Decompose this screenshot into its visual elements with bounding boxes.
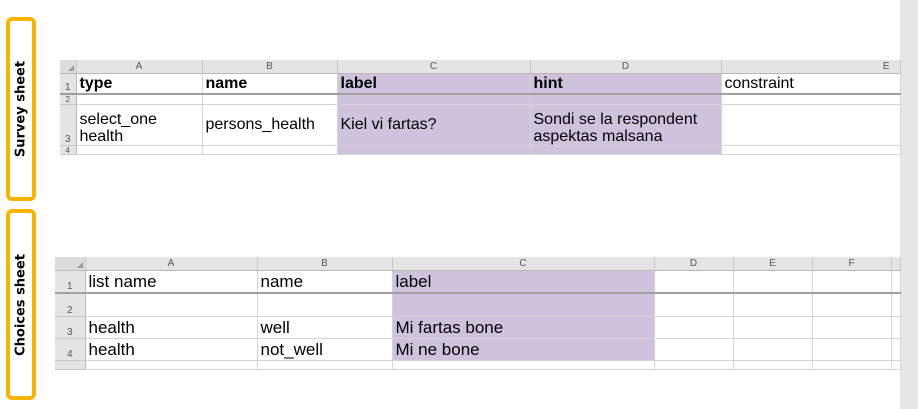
cell-a4[interactable]: health bbox=[85, 338, 258, 361]
cell-a4[interactable] bbox=[76, 145, 203, 155]
cell-e3[interactable] bbox=[733, 316, 813, 339]
cell-c3[interactable]: Mi fartas bone bbox=[392, 316, 655, 339]
column-header-a[interactable]: A bbox=[76, 60, 203, 74]
cell-g1[interactable] bbox=[891, 270, 901, 294]
row-number[interactable]: 1 bbox=[60, 73, 77, 95]
cell-e4[interactable] bbox=[721, 145, 901, 155]
select-all-corner[interactable] bbox=[60, 60, 77, 74]
column-header-f[interactable]: F bbox=[812, 257, 892, 271]
cell-b3[interactable]: well bbox=[257, 316, 393, 339]
cell-c1[interactable]: label bbox=[392, 270, 655, 294]
cell-g4[interactable] bbox=[891, 338, 901, 361]
column-header-b[interactable]: B bbox=[257, 257, 393, 271]
cell-d3[interactable] bbox=[654, 316, 734, 339]
cell-a5[interactable] bbox=[85, 360, 258, 370]
column-header-g[interactable] bbox=[891, 257, 901, 271]
row-number[interactable]: 4 bbox=[55, 338, 86, 361]
table-row: 2 bbox=[60, 94, 901, 105]
table-row bbox=[55, 360, 901, 370]
row-number[interactable]: 2 bbox=[55, 293, 86, 317]
column-header-d[interactable]: D bbox=[654, 257, 734, 271]
cell-b2[interactable] bbox=[202, 94, 338, 105]
window-scroll-gutter bbox=[900, 0, 918, 409]
choices-sheet-annotation: Choices sheet bbox=[6, 209, 36, 400]
cell-d2[interactable] bbox=[654, 293, 734, 317]
cell-d2[interactable] bbox=[530, 94, 722, 105]
row-number[interactable]: 2 bbox=[60, 94, 77, 105]
choices-sheet-label: Choices sheet bbox=[13, 253, 29, 356]
cell-d4[interactable] bbox=[530, 145, 722, 155]
cell-e5[interactable] bbox=[733, 360, 813, 370]
cell-a1[interactable]: type bbox=[76, 73, 203, 95]
row-number[interactable] bbox=[55, 360, 86, 370]
cell-e1[interactable] bbox=[733, 270, 813, 294]
cell-c4[interactable] bbox=[337, 145, 531, 155]
cell-c5[interactable] bbox=[392, 360, 655, 370]
cell-b1[interactable]: name bbox=[257, 270, 393, 294]
table-row: 3 select_one health persons_health Kiel … bbox=[60, 104, 901, 146]
cell-e3[interactable] bbox=[721, 104, 901, 146]
cell-c2[interactable] bbox=[337, 94, 531, 105]
cell-a3[interactable]: select_one health bbox=[76, 104, 203, 146]
column-header-e[interactable]: E bbox=[721, 60, 901, 74]
survey-sheet-label: Survey sheet bbox=[13, 60, 29, 158]
cell-g5[interactable] bbox=[891, 360, 901, 370]
cell-e4[interactable] bbox=[733, 338, 813, 361]
cell-d1[interactable] bbox=[654, 270, 734, 294]
column-header-e[interactable]: E bbox=[733, 257, 813, 271]
cell-a2[interactable] bbox=[85, 293, 258, 317]
cell-e2[interactable] bbox=[721, 94, 901, 105]
cell-a2[interactable] bbox=[76, 94, 203, 105]
cell-f3[interactable] bbox=[812, 316, 892, 339]
row-number[interactable]: 1 bbox=[55, 270, 86, 294]
cell-a3[interactable]: health bbox=[85, 316, 258, 339]
cell-d3[interactable]: Sondi se la respondent aspektas malsana bbox=[530, 104, 722, 146]
cell-g3[interactable] bbox=[891, 316, 901, 339]
column-header-a[interactable]: A bbox=[85, 257, 258, 271]
row-number[interactable]: 3 bbox=[55, 316, 86, 339]
column-header-row: A B C D E F bbox=[55, 257, 901, 271]
cell-b5[interactable] bbox=[257, 360, 393, 370]
cell-e1[interactable]: constraint bbox=[721, 73, 901, 95]
cell-f1[interactable] bbox=[812, 270, 892, 294]
column-header-c[interactable]: C bbox=[392, 257, 655, 271]
table-row: 1 type name label hint constraint bbox=[60, 73, 901, 95]
choices-spreadsheet: A B C D E F 1 list name name label 2 3 h… bbox=[55, 257, 901, 370]
cell-c1[interactable]: label bbox=[337, 73, 531, 95]
cell-c2[interactable] bbox=[392, 293, 655, 317]
cell-f2[interactable] bbox=[812, 293, 892, 317]
select-all-corner[interactable] bbox=[55, 257, 86, 271]
table-row: 3 health well Mi fartas bone bbox=[55, 316, 901, 339]
cell-d1[interactable]: hint bbox=[530, 73, 722, 95]
cell-f4[interactable] bbox=[812, 338, 892, 361]
table-row: 2 bbox=[55, 293, 901, 317]
row-number[interactable]: 4 bbox=[60, 145, 77, 155]
survey-spreadsheet: A B C D E 1 type name label hint constra… bbox=[60, 60, 901, 155]
cell-e2[interactable] bbox=[733, 293, 813, 317]
cell-b3[interactable]: persons_health bbox=[202, 104, 338, 146]
cell-c3[interactable]: Kiel vi fartas? bbox=[337, 104, 531, 146]
column-header-d[interactable]: D bbox=[530, 60, 722, 74]
cell-b4[interactable] bbox=[202, 145, 338, 155]
cell-b1[interactable]: name bbox=[202, 73, 338, 95]
row-number[interactable]: 3 bbox=[60, 104, 77, 146]
table-row: 1 list name name label bbox=[55, 270, 901, 294]
cell-b4[interactable]: not_well bbox=[257, 338, 393, 361]
cell-c4[interactable]: Mi ne bone bbox=[392, 338, 655, 361]
cell-g2[interactable] bbox=[891, 293, 901, 317]
column-header-c[interactable]: C bbox=[337, 60, 531, 74]
cell-f5[interactable] bbox=[812, 360, 892, 370]
table-row: 4 health not_well Mi ne bone bbox=[55, 338, 901, 361]
column-header-b[interactable]: B bbox=[202, 60, 338, 74]
cell-d4[interactable] bbox=[654, 338, 734, 361]
survey-sheet-annotation: Survey sheet bbox=[6, 17, 36, 201]
table-row: 4 bbox=[60, 145, 901, 155]
cell-b2[interactable] bbox=[257, 293, 393, 317]
cell-a1[interactable]: list name bbox=[85, 270, 258, 294]
cell-d5[interactable] bbox=[654, 360, 734, 370]
column-header-row: A B C D E bbox=[60, 60, 901, 74]
